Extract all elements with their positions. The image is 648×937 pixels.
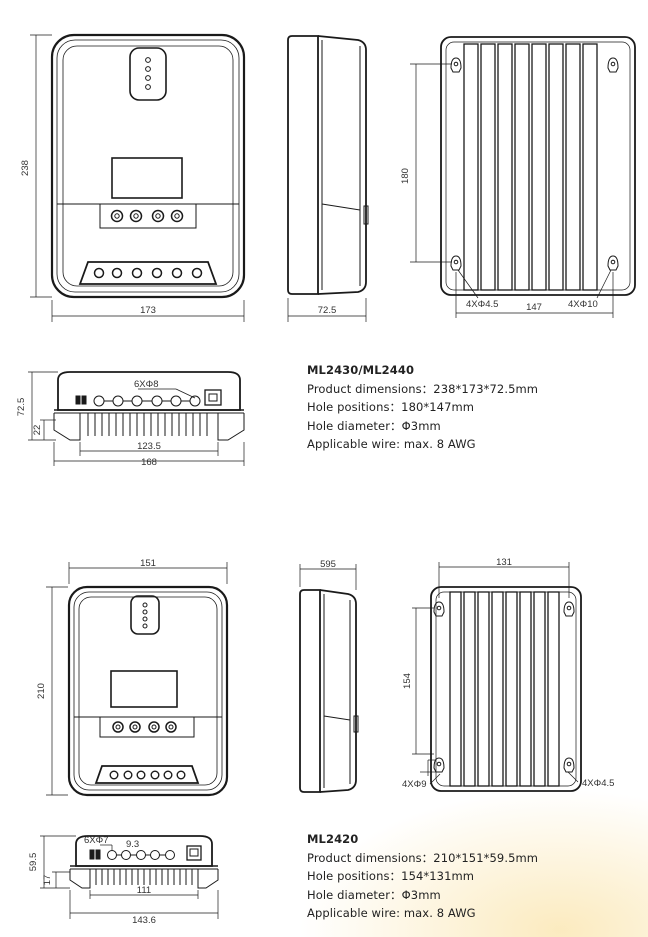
- ml2420-product-dimensions: Product dimensions：210*151*59.5mm: [307, 850, 539, 865]
- ml2420-bottom-dimensions: [40, 835, 219, 919]
- ml2420-bottom-depth-label: 59.5: [28, 853, 39, 872]
- ml2420-bottom-width-label: 143.6: [132, 915, 156, 926]
- ml2420-bottom-gap-label: 9.3: [126, 839, 139, 850]
- ml2430-hole-positions: Hole positions：180*147mm: [307, 400, 475, 414]
- ml2430-bottom-depth-label: 72.5: [16, 398, 27, 417]
- ml2430-bottom-inner-label: 123.5: [137, 441, 161, 452]
- ml2420-front-view: [67, 585, 229, 797]
- ml2430-side-dimensions: [287, 298, 367, 322]
- ml2420-depth-label: 595: [320, 559, 336, 570]
- ml2420-foot-height-label: 17: [42, 875, 53, 886]
- ml2420-width-label: 151: [140, 558, 156, 569]
- ml2420-side-dimensions: [299, 564, 357, 590]
- ml2430-bottom-dimensions: [28, 371, 245, 466]
- ml2430-applicable-wire: Applicable wire: max. 8 AWG: [307, 437, 476, 451]
- ml2430-back-view: [440, 36, 636, 296]
- ml2420-left-hole-label: 4XΦ9: [402, 779, 426, 790]
- ml2420-bottom-inner-label: 111: [137, 885, 151, 896]
- ml2420-model-title: ML2420: [307, 832, 359, 846]
- ml2420-right-hole-label: 4XΦ4.5: [582, 778, 614, 789]
- ml2430-bottom-holes-label: 6XΦ8: [134, 379, 158, 390]
- ml2430-bottom-width-label: 168: [141, 457, 157, 468]
- ml2430-foot-height-label: 22: [32, 425, 43, 436]
- ml2430-spec-block: ML2430/ML2440 Product dimensions：238*173…: [307, 361, 538, 454]
- ml2420-side-view: [299, 589, 359, 793]
- ml2420-bottom-holes-label: 6XΦ7: [84, 835, 108, 846]
- ml2420-spec-block: ML2420 Product dimensions：210*151*59.5mm…: [307, 830, 538, 923]
- ml2430-hole-vertical-label: 180: [400, 168, 411, 184]
- ml2420-front-dimensions: [46, 562, 228, 796]
- ml2430-model-title: ML2430/ML2440: [307, 363, 415, 377]
- ml2430-height-label: 238: [20, 160, 31, 176]
- ml2420-applicable-wire: Applicable wire: max. 8 AWG: [307, 906, 476, 920]
- ml2420-hole-vertical-label: 154: [402, 673, 413, 689]
- ml2430-hole-horizontal-label: 147: [526, 302, 542, 313]
- ml2420-hole-positions: Hole positions：154*131mm: [307, 869, 475, 883]
- ml2430-hole-diameter: Hole diameter：Φ3mm: [307, 418, 441, 433]
- ml2420-height-label: 210: [36, 683, 47, 699]
- ml2420-hole-horizontal-label: 131: [496, 557, 512, 568]
- ml2420-back-dimensions: [412, 562, 579, 785]
- ml2430-small-hole-label: 4XΦ4.5: [466, 299, 498, 310]
- ml2430-front-view: [50, 33, 246, 299]
- ml2430-width-label: 173: [140, 305, 156, 316]
- ml2430-bottom-view: [53, 371, 245, 441]
- ml2430-large-hole-label: 4XΦ10: [568, 299, 598, 310]
- ml2420-hole-diameter: Hole diameter：Φ3mm: [307, 887, 441, 902]
- ml2430-product-dimensions: Product dimensions：238*173*72.5mm: [307, 381, 539, 396]
- ml2430-back-dimensions: [410, 63, 614, 318]
- ml2430-depth-label: 72.5: [318, 305, 337, 316]
- ml2420-back-view: [430, 586, 582, 792]
- ml2420-bottom-view: [69, 835, 219, 889]
- ml2430-front-dimensions: [30, 34, 245, 322]
- ml2430-side-view: [287, 35, 369, 295]
